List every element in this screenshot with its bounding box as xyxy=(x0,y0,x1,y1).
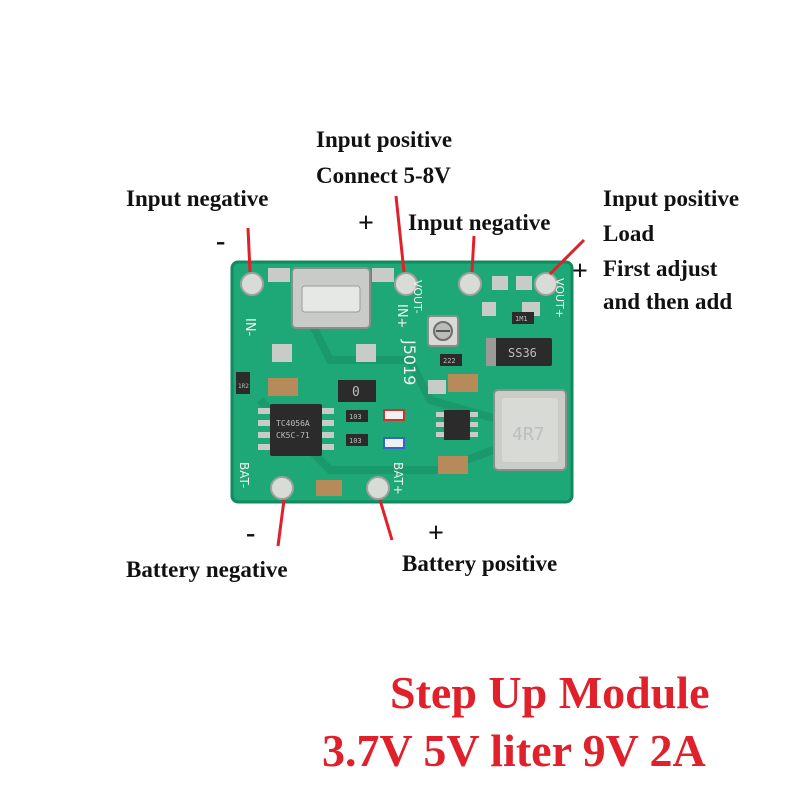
pointer-in-minus xyxy=(246,227,252,273)
charger-ic xyxy=(270,404,322,456)
resistor-r2: 103 xyxy=(349,413,362,421)
silk-bat-plus: BAT+ xyxy=(391,462,405,495)
label-input-positive-top-line1: Input positive xyxy=(316,127,453,152)
silk-in-plus: IN+ xyxy=(394,304,409,328)
resistor xyxy=(440,354,462,366)
resistor-r3: 222 xyxy=(443,357,456,365)
silk-in-minus: IN- xyxy=(242,318,257,337)
usb-opening xyxy=(301,285,361,313)
pointer-bat-plus xyxy=(378,499,394,541)
label-input-negative-mid: Input negative xyxy=(408,210,551,235)
pad-bat-minus xyxy=(270,476,294,500)
capacitor xyxy=(338,380,376,402)
capacitor xyxy=(448,374,478,392)
smd-pad xyxy=(272,344,292,362)
title-line1: Step Up Module xyxy=(390,667,710,718)
sign-plus-battery: + xyxy=(428,518,444,549)
sign-minus-battery: - xyxy=(246,518,256,549)
inductor-core xyxy=(502,398,558,462)
smd-pad xyxy=(492,276,508,290)
pad-bat-plus xyxy=(366,476,390,500)
label-input-negative-left: Input negative xyxy=(126,186,269,211)
capacitor xyxy=(438,456,468,474)
sign-plus-right: + xyxy=(572,256,588,287)
usb-tab xyxy=(268,268,290,282)
label-battery-negative: Battery negative xyxy=(126,557,288,582)
pcb-trace xyxy=(296,298,502,424)
title-line2: 3.7V 5V liter 9V 2A xyxy=(322,725,706,776)
resistor xyxy=(346,434,368,446)
resistor xyxy=(512,312,534,324)
capacitor xyxy=(316,480,342,496)
smd-pad xyxy=(428,380,446,394)
pointer-lines xyxy=(246,195,586,547)
smd-pad xyxy=(356,344,376,362)
diode-ss36 xyxy=(486,338,552,366)
led-blue xyxy=(383,437,405,449)
sign-plus-top: + xyxy=(358,208,374,239)
cap-marking: 0 xyxy=(352,385,360,400)
label-input-positive-right-line3: First adjust xyxy=(603,256,718,281)
label-input-positive-top-line2: Connect 5-8V xyxy=(316,163,451,188)
smd-pad xyxy=(482,302,496,316)
usb-tab xyxy=(372,268,394,282)
sign-minus-left: - xyxy=(216,226,226,257)
boost-ic-pins xyxy=(436,412,478,437)
resistor-r1: 1R2 xyxy=(238,383,249,390)
led-red xyxy=(383,409,405,421)
pointer-in-plus xyxy=(394,195,406,273)
pad-in-minus xyxy=(240,272,264,296)
pad-vout-minus xyxy=(458,272,482,296)
pointer-vout-minus xyxy=(470,235,476,273)
ic-marking-line1: TC4056A xyxy=(276,419,310,428)
diode-band xyxy=(486,338,496,366)
pointer-bat-minus xyxy=(276,499,286,547)
resistor-r6: 103 xyxy=(349,437,362,445)
resistor-r4: 1M1 xyxy=(515,315,528,323)
ic-marking-line2: CK5C-71 xyxy=(276,431,310,440)
label-battery-positive: Battery positive xyxy=(402,551,558,576)
inductor-marking: 4R7 xyxy=(512,424,545,445)
silk-model: J5019 xyxy=(400,339,419,385)
pad-vout-plus xyxy=(534,272,558,296)
pad-in-plus xyxy=(394,272,418,296)
capacitor xyxy=(268,378,298,396)
smd-pad xyxy=(516,276,532,290)
silk-vout-minus: VOUT- xyxy=(411,280,424,314)
pointer-vout-plus xyxy=(548,238,586,276)
resistor xyxy=(346,410,368,422)
diode-marking: SS36 xyxy=(508,346,537,360)
silk-bat-minus: BAT- xyxy=(237,462,251,488)
resistor xyxy=(236,372,250,394)
label-input-positive-right-line4: and then add xyxy=(603,289,733,314)
charger-ic-pins xyxy=(258,408,334,450)
label-input-positive-right-line1: Input positive xyxy=(603,186,740,211)
label-input-positive-right-line2: Load xyxy=(603,221,655,246)
silk-vout-plus: VOUT+ xyxy=(553,278,566,318)
boost-ic xyxy=(444,410,470,440)
